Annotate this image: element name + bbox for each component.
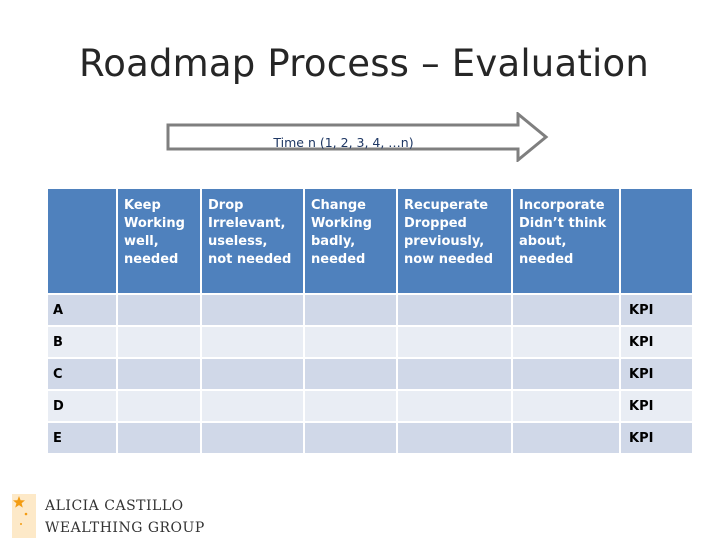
timeline-arrow: Time n (1, 2, 3, 4, …n) [166, 112, 550, 162]
star-logo-icon [12, 494, 36, 538]
table-cell [303, 389, 398, 423]
evaluation-table: Keep Working well, needed Drop Irrelevan… [46, 187, 694, 455]
kpi-cell: KPI [619, 389, 694, 423]
row-label: A [46, 293, 118, 327]
table-cell [396, 325, 513, 359]
table-row: D KPI [46, 389, 694, 423]
row-label: E [46, 421, 118, 455]
table-cell [200, 325, 305, 359]
row-label: C [46, 357, 118, 391]
table-cell [200, 389, 305, 423]
header-keep-desc: needed [124, 252, 179, 267]
header-keep-title: Keep [124, 198, 161, 213]
table-cell [396, 293, 513, 327]
table-cell [511, 357, 621, 391]
table-cell [396, 421, 513, 455]
row-label: B [46, 325, 118, 359]
table-cell [511, 389, 621, 423]
table-cell [303, 293, 398, 327]
table-cell [511, 421, 621, 455]
header-recuperate-desc: Dropped [404, 216, 467, 231]
header-keep: Keep Working well, needed [116, 187, 202, 295]
row-label: D [46, 389, 118, 423]
header-recuperate-desc: now needed [404, 252, 494, 267]
header-drop-desc: Irrelevant, [208, 216, 286, 231]
table-header-row: Keep Working well, needed Drop Irrelevan… [46, 187, 694, 295]
header-keep-desc: well, [124, 234, 159, 249]
table-row: E KPI [46, 421, 694, 455]
header-recuperate: Recuperate Dropped previously, now neede… [396, 187, 513, 295]
header-recuperate-title: Recuperate [404, 198, 489, 213]
header-incorporate-desc: about, [519, 234, 567, 249]
table-row: C KPI [46, 357, 694, 391]
header-change-desc: Working [311, 216, 372, 231]
header-change-title: Change [311, 198, 366, 213]
table-cell [303, 421, 398, 455]
header-keep-desc: Working [124, 216, 185, 231]
arrow-shape [166, 112, 549, 162]
header-incorporate-desc: Didn’t think [519, 216, 607, 231]
company-logo: ALICIA CASTILLO WEALTHING GROUP [12, 494, 204, 540]
slide-title: Roadmap Process – Evaluation [78, 42, 649, 85]
header-incorporate: Incorporate Didn’t think about, needed [511, 187, 621, 295]
kpi-cell: KPI [619, 325, 694, 359]
header-drop-desc: not needed [208, 252, 292, 267]
header-incorporate-title: Incorporate [519, 198, 605, 213]
logo-group-line: WEALTHING GROUP [45, 520, 205, 536]
table-cell [116, 389, 202, 423]
table-row: B KPI [46, 325, 694, 359]
table-cell [396, 357, 513, 391]
header-incorporate-desc: needed [519, 252, 574, 267]
table-cell [116, 357, 202, 391]
table-cell [396, 389, 513, 423]
kpi-cell: KPI [619, 293, 694, 327]
header-drop-desc: useless, [208, 234, 268, 249]
header-drop: Drop Irrelevant, useless, not needed [200, 187, 305, 295]
header-blank [46, 187, 118, 295]
header-change-desc: badly, [311, 234, 356, 249]
table-cell [511, 325, 621, 359]
table-cell [116, 421, 202, 455]
table-cell [116, 293, 202, 327]
header-change-desc: needed [311, 252, 366, 267]
table-cell [116, 325, 202, 359]
header-change: Change Working badly, needed [303, 187, 398, 295]
header-kpi-blank [619, 187, 694, 295]
table-row: A KPI [46, 293, 694, 327]
table-cell [511, 293, 621, 327]
table-cell [200, 421, 305, 455]
header-recuperate-desc: previously, [404, 234, 485, 249]
kpi-cell: KPI [619, 357, 694, 391]
header-drop-title: Drop [208, 198, 244, 213]
kpi-cell: KPI [619, 421, 694, 455]
timeline-label: Time n (1, 2, 3, 4, …n) [273, 135, 414, 150]
table-cell [303, 357, 398, 391]
table-cell [200, 293, 305, 327]
table-cell [200, 357, 305, 391]
logo-name-line: ALICIA CASTILLO [45, 498, 184, 514]
table-cell [303, 325, 398, 359]
